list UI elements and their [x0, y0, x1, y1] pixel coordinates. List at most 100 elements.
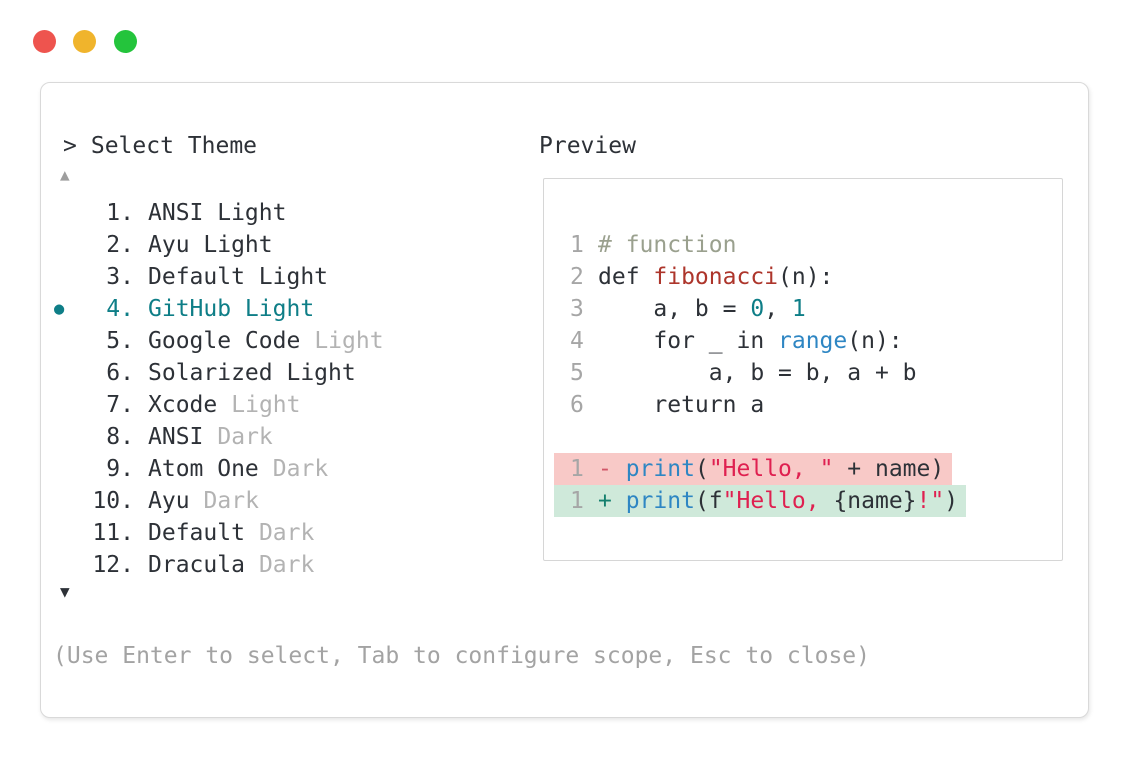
theme-item-ansi-dark[interactable]: 8. ANSI Dark: [52, 421, 384, 453]
theme-name: Default Light: [148, 264, 329, 290]
theme-name-muted: Dark: [258, 520, 315, 546]
code-line: 3 a, b = 0, 1: [570, 293, 966, 325]
code-token: "Hello, ": [708, 456, 834, 482]
code-token: (: [694, 456, 709, 482]
code-line-blank: [570, 421, 966, 453]
theme-name: Atom One: [148, 456, 259, 482]
theme-number: 3.: [106, 264, 134, 290]
diff-plus-token: +: [598, 488, 626, 514]
line-number: 1: [570, 232, 584, 258]
code-token: 1: [791, 296, 806, 322]
code-token: {name}: [833, 488, 917, 514]
close-button[interactable]: [33, 30, 56, 53]
code-token: # function: [598, 232, 737, 258]
theme-name: ANSI: [148, 424, 204, 450]
theme-name: Google Code: [148, 328, 301, 354]
theme-number: 6.: [106, 360, 134, 386]
theme-picker-panel: > Select Theme Preview ▲ 1. ANSI Light 2. A…: [40, 82, 1089, 718]
theme-number: 5.: [106, 328, 134, 354]
code-token: ): [944, 488, 959, 514]
preview-heading: Preview: [539, 133, 636, 159]
zoom-button[interactable]: [114, 30, 137, 53]
theme-item-ayu-light[interactable]: 2. Ayu Light: [52, 229, 384, 261]
theme-name: Solarized Light: [148, 360, 356, 386]
theme-item-solarized-light[interactable]: 6. Solarized Light: [52, 357, 384, 389]
code-line: 6 return a: [570, 389, 966, 421]
line-number: 1: [570, 456, 584, 482]
scroll-down-icon[interactable]: ▼: [60, 582, 70, 601]
theme-item-dracula-dark[interactable]: 12. Dracula Dark: [52, 549, 384, 581]
diff-removed-line: 1- print("Hello, " + name): [554, 453, 966, 485]
line-number: 2: [570, 264, 584, 290]
theme-name-muted: Dark: [203, 488, 259, 514]
code-token: range: [778, 328, 848, 354]
theme-name: GitHub Light: [148, 296, 315, 322]
theme-name: Dracula: [148, 552, 245, 578]
code-line: 5 a, b = b, a + b: [570, 357, 966, 389]
theme-item-atom-one-dark[interactable]: 9. Atom One Dark: [52, 453, 384, 485]
theme-name: ANSI Light: [148, 200, 287, 226]
theme-item-ayu-dark[interactable]: 10. Ayu Dark: [52, 485, 384, 517]
code-token: for _ in: [598, 328, 779, 354]
theme-list: 1. ANSI Light 2. Ayu Light 3. Default Light…: [52, 197, 384, 581]
theme-number: 9.: [106, 456, 134, 482]
theme-number: 11.: [92, 520, 134, 546]
theme-number: 2.: [106, 232, 134, 258]
theme-name-muted: Dark: [272, 456, 329, 482]
theme-item-default-dark[interactable]: 11. Default Dark: [52, 517, 384, 549]
theme-name-muted: Light: [231, 392, 301, 418]
code-token: a, b = b, a + b: [598, 360, 917, 386]
theme-number: 12.: [92, 552, 134, 578]
code-token: return a: [598, 392, 765, 418]
theme-item-google-code-light[interactable]: 5. Google Code Light: [52, 325, 384, 357]
diff-minus-token: -: [598, 456, 626, 482]
code-line: 2 def fibonacci(n):: [570, 261, 966, 293]
theme-item-default-light[interactable]: 3. Default Light: [52, 261, 384, 293]
theme-name: Ayu: [148, 488, 190, 514]
code-token: def: [598, 264, 654, 290]
theme-item-xcode-light[interactable]: 7. Xcode Light: [52, 389, 384, 421]
scroll-up-icon[interactable]: ▲: [60, 165, 70, 184]
theme-name-muted: Dark: [217, 424, 273, 450]
theme-number: 8.: [106, 424, 134, 450]
theme-name: Default: [148, 520, 245, 546]
code-token: fibonacci: [653, 264, 779, 290]
line-number: 5: [570, 360, 584, 386]
line-number: 3: [570, 296, 584, 322]
theme-number: 7.: [106, 392, 134, 418]
code-token: (n):: [778, 264, 834, 290]
code-token: + name): [833, 456, 945, 482]
code-token: print: [625, 456, 695, 482]
page-title: > Select Theme: [63, 133, 257, 159]
code-token: ,: [764, 296, 792, 322]
help-text: (Use Enter to select, Tab to configure s…: [53, 643, 870, 669]
diff-added-line: 1 + print(f"Hello, {name}!"): [554, 485, 967, 517]
prompt-symbol: >: [63, 133, 77, 159]
theme-name: Xcode: [148, 392, 218, 418]
code-line: 4 for _ in range(n):: [570, 325, 966, 357]
line-number: 1: [570, 488, 584, 514]
selected-bullet-icon: ●: [54, 299, 65, 319]
theme-item-ansi-light[interactable]: 1. ANSI Light: [52, 197, 384, 229]
prompt-title: Select Theme: [90, 133, 258, 159]
line-number: 6: [570, 392, 584, 418]
code-token: 0: [750, 296, 765, 322]
theme-name: Ayu Light: [148, 232, 273, 258]
theme-number: 4.: [106, 296, 134, 322]
theme-name-muted: Dark: [258, 552, 315, 578]
code-token: "Hello,: [722, 488, 834, 514]
code-token: (f: [694, 488, 723, 514]
theme-item-github-light-selected[interactable]: ● 4. GitHub Light: [52, 293, 384, 325]
minimize-button[interactable]: [73, 30, 96, 53]
theme-name-muted: Light: [314, 328, 384, 354]
code-token: a, b =: [598, 296, 751, 322]
theme-number: 10.: [92, 488, 134, 514]
code-token: !": [916, 488, 945, 514]
code-token: (n):: [847, 328, 903, 354]
theme-number: 1.: [106, 200, 134, 226]
line-number: 4: [570, 328, 584, 354]
code-token: print: [625, 488, 695, 514]
code-line: 1 # function: [570, 229, 966, 261]
